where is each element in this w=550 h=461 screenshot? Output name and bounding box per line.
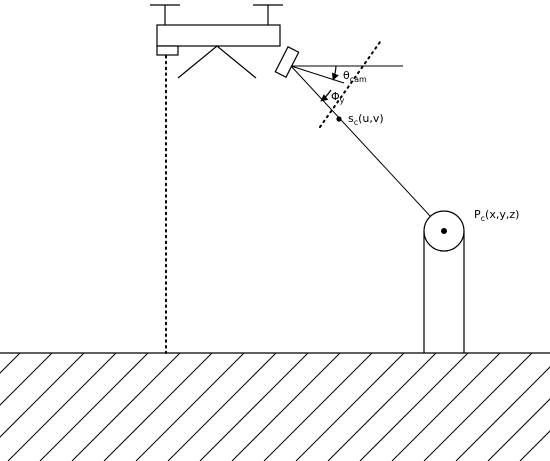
hatch-line	[0, 353, 21, 374]
hatch-line	[423, 353, 533, 461]
drone-legs	[177, 45, 257, 79]
hatch-line	[167, 353, 277, 461]
hatch-line	[39, 353, 149, 461]
drone	[150, 4, 283, 79]
hatch-line	[0, 353, 85, 438]
hatch-line	[295, 353, 405, 461]
hatch-line	[231, 353, 341, 461]
theta-angle-arc	[331, 65, 339, 81]
phi-angle-arc	[320, 89, 332, 102]
hatch-line	[263, 353, 373, 461]
hatch-line	[199, 353, 309, 461]
hatch-line	[103, 353, 213, 461]
hatch-line	[71, 353, 181, 461]
camera	[274, 45, 300, 79]
theta-cam-label: θcam	[343, 69, 367, 84]
hatch-line	[135, 353, 245, 461]
image-point-label: sc(u,v)	[348, 112, 384, 127]
hatch-line	[519, 430, 550, 461]
hatch-line	[359, 353, 469, 461]
optical-axis-dotted	[319, 41, 381, 128]
hatch-line	[391, 353, 501, 461]
target-point-label: Pc(x,y,z)	[474, 208, 519, 223]
drone-body	[156, 24, 281, 47]
hatch-line	[455, 366, 550, 461]
hatch-line	[0, 353, 53, 406]
phi-y-label: Φy	[331, 90, 345, 105]
hatch-line	[7, 353, 117, 461]
ground-hatching	[0, 353, 550, 461]
image-point-marker	[336, 116, 342, 122]
drone-camera-box	[156, 45, 179, 56]
hatch-line	[327, 353, 437, 461]
target-point-marker	[441, 228, 447, 234]
line-of-sight	[290, 65, 445, 232]
hatch-line	[487, 398, 550, 461]
